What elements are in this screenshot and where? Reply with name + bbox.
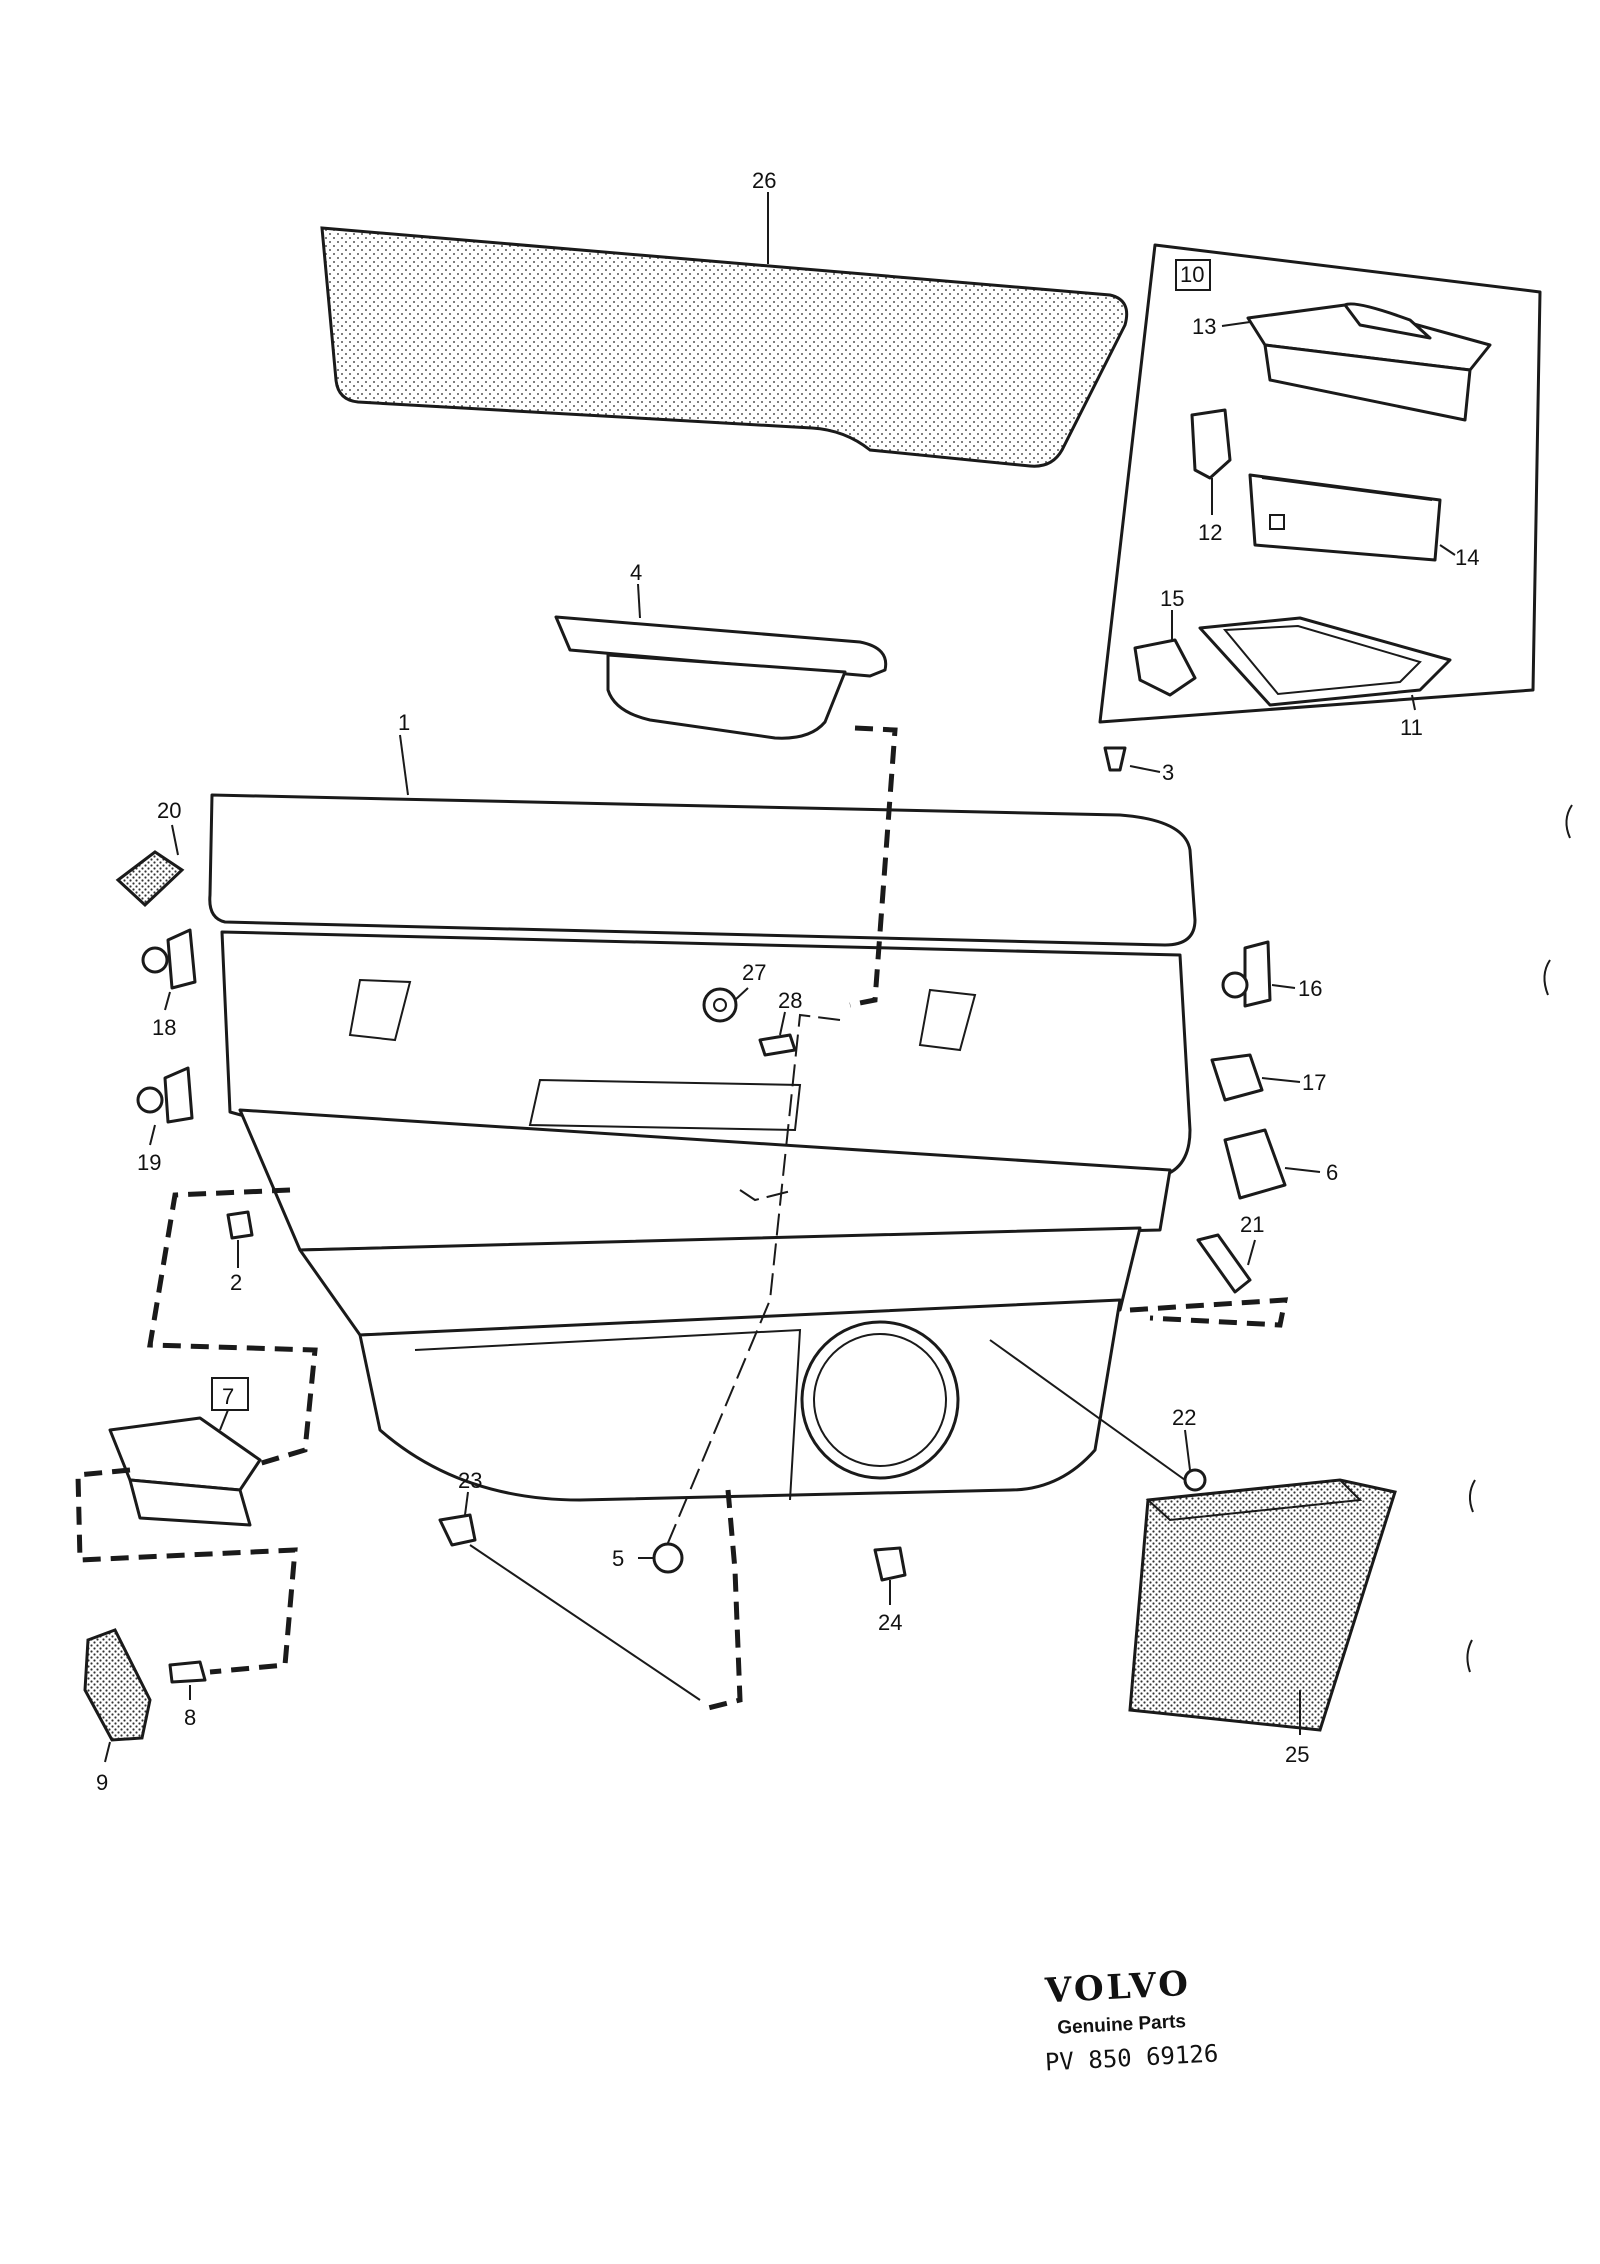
callout-15: 15 [1160,586,1184,611]
callout-8: 8 [184,1705,196,1730]
part-reference: PV 850 69126 [1044,2039,1219,2076]
brand-logo: VOLVO [1043,1964,1192,2012]
volvo-branding: VOLVO Genuine Parts PV 850 69126 [1043,1964,1219,2077]
part-10-inset-box [1098,243,1542,724]
callout-4: 4 [630,560,642,585]
callout-7: 7 [222,1384,234,1409]
callout-17: 17 [1302,1070,1326,1095]
callout-labels: 26 10 13 12 14 15 11 4 1 3 20 18 19 16 1… [96,168,1479,1795]
callout-20: 20 [157,798,181,823]
callout-25: 25 [1285,1742,1309,1767]
callout-10: 10 [1180,262,1204,287]
callout-14: 14 [1455,545,1479,570]
callout-12: 12 [1198,520,1222,545]
brand-tagline: Genuine Parts [1057,2011,1187,2039]
callout-24: 24 [878,1610,902,1635]
callout-5: 5 [612,1546,624,1571]
part-4-door-pocket [554,583,888,740]
callout-9: 9 [96,1770,108,1795]
callout-23: 23 [458,1468,482,1493]
fasteners [83,746,1397,1763]
callout-27: 27 [742,960,766,985]
callout-13: 13 [1192,314,1216,339]
callout-21: 21 [1240,1212,1264,1237]
callout-1: 1 [398,710,410,735]
callout-16: 16 [1298,976,1322,1001]
callout-6: 6 [1326,1160,1338,1185]
callout-26: 26 [752,168,776,193]
callout-3: 3 [1162,760,1174,785]
callout-28: 28 [778,988,802,1013]
callout-11: 11 [1400,715,1423,740]
connection-lines [75,725,1289,1713]
part-1-door-panel [208,734,1197,1502]
callout-19: 19 [137,1150,161,1175]
part-26-upper-trim-pad [320,192,1129,468]
callout-22: 22 [1172,1405,1196,1430]
callout-2: 2 [230,1270,242,1295]
scan-edge-marks [1466,804,1573,1673]
callout-18: 18 [152,1015,176,1040]
